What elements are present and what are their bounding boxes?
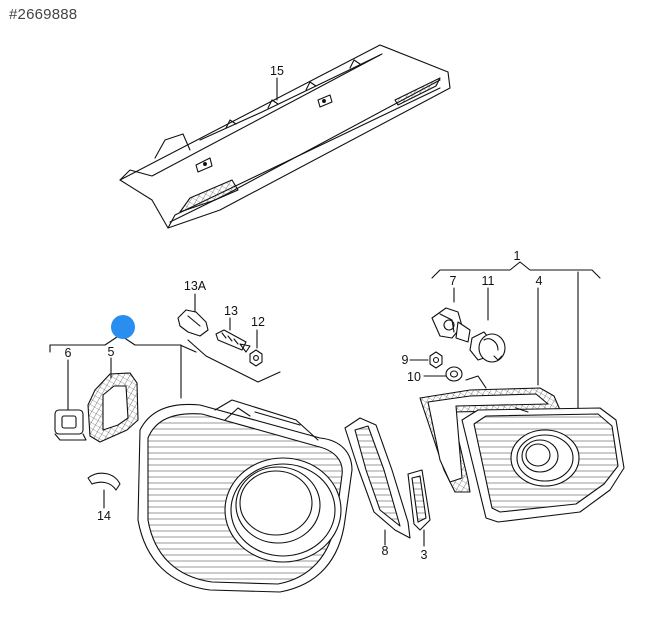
- part-9-nut: [429, 351, 443, 369]
- part-7-bulb-holder: [431, 307, 471, 343]
- callout-13: 13: [224, 304, 238, 318]
- main-tail-light: [137, 399, 353, 593]
- callout-3: 3: [420, 548, 428, 562]
- callout-11: 11: [481, 274, 495, 288]
- part-13a-clip: [177, 309, 209, 337]
- part-3-reflector-strip: [407, 469, 431, 531]
- callout-9: 9: [401, 353, 409, 367]
- callout-13a: 13A: [183, 279, 207, 293]
- part-12-nut: [249, 349, 263, 367]
- callout-1: 1: [513, 249, 521, 263]
- part-number-label: #2669888: [9, 6, 78, 23]
- part-13-screw: [215, 329, 251, 353]
- brake-light-housing: [119, 44, 451, 229]
- callout-5: 5: [107, 345, 115, 359]
- callout-14: 14: [97, 509, 111, 523]
- part-10-washer: [445, 366, 463, 382]
- part-11-bulb: [469, 331, 506, 363]
- part-6-grommet: [54, 409, 87, 441]
- part-8-lens-strip: [344, 417, 411, 539]
- callout-8: 8: [381, 544, 389, 558]
- part-5-gasket: [87, 372, 139, 443]
- inner-tail-light: [419, 375, 625, 523]
- callout-12: 12: [251, 315, 265, 329]
- callout-10: 10: [407, 370, 421, 384]
- callout-15: 15: [270, 64, 284, 78]
- callout-7: 7: [449, 274, 457, 288]
- hotspot-marker[interactable]: [111, 315, 135, 339]
- callout-6: 6: [64, 346, 72, 360]
- callout-4: 4: [535, 274, 543, 288]
- part-14-reflector: [87, 472, 121, 491]
